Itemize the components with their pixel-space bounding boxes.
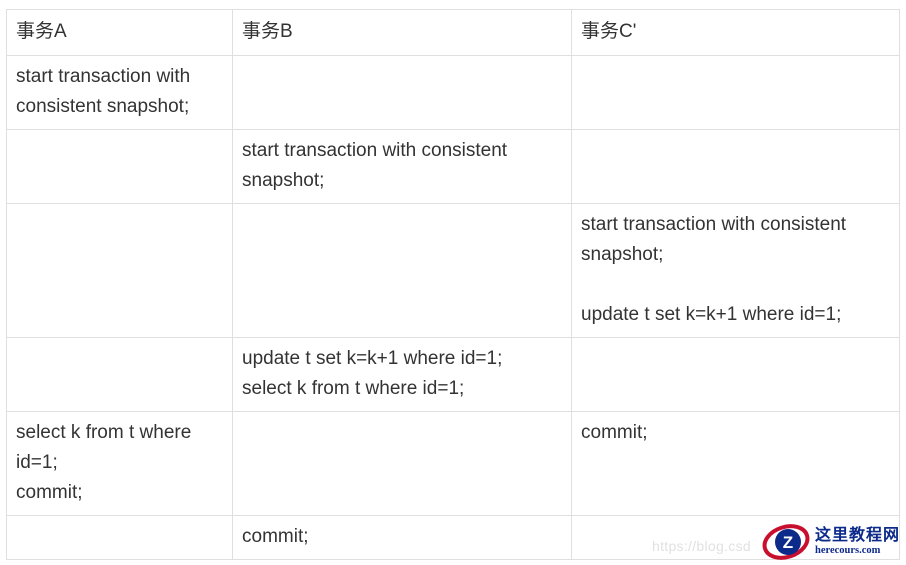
table-row: start transaction with consistent snapsh…: [6, 203, 900, 338]
table-cell: commit;: [232, 515, 572, 560]
header-transaction-b: 事务B: [232, 9, 572, 56]
header-transaction-c: 事务C': [571, 9, 900, 56]
table-row: start transaction with consistent snapsh…: [6, 129, 900, 204]
table-cell: start transaction with consistent snapsh…: [571, 203, 900, 338]
table-cell: commit;: [571, 411, 900, 516]
table-cell: start transaction with consistent snapsh…: [6, 55, 233, 130]
table-cell: [571, 515, 900, 560]
brand-logo-icon: Z: [762, 524, 810, 560]
table-cell: [232, 411, 572, 516]
table-cell: [571, 55, 900, 130]
table-cell: [6, 203, 233, 338]
table-row: start transaction with consistent snapsh…: [6, 55, 900, 130]
table-cell: [232, 203, 572, 338]
logo-letter: Z: [783, 533, 793, 552]
table-cell: [232, 55, 572, 130]
blog-watermark-text: https://blog.csd: [652, 538, 751, 554]
table-cell: [6, 515, 233, 560]
table-cell: [6, 337, 233, 412]
brand-name: 这里教程网: [815, 525, 901, 544]
brand-url: herecours.com: [815, 545, 881, 556]
table-header-row: 事务A 事务B 事务C': [6, 9, 900, 56]
header-transaction-a: 事务A: [6, 9, 233, 56]
table-cell: [6, 129, 233, 204]
table-cell: [571, 129, 900, 204]
table-row: commit;: [6, 515, 900, 560]
transaction-table: 事务A 事务B 事务C' start transaction with cons…: [6, 9, 900, 560]
table-cell: update t set k=k+1 where id=1; select k …: [232, 337, 572, 412]
table-cell: [571, 337, 900, 412]
brand-watermark: 这里教程网 herecours.com: [815, 526, 900, 557]
table-row: select k from t where id=1; commit; comm…: [6, 411, 900, 516]
table-cell: start transaction with consistent snapsh…: [232, 129, 572, 204]
table-cell: select k from t where id=1; commit;: [6, 411, 233, 516]
table-row: update t set k=k+1 where id=1; select k …: [6, 337, 900, 412]
